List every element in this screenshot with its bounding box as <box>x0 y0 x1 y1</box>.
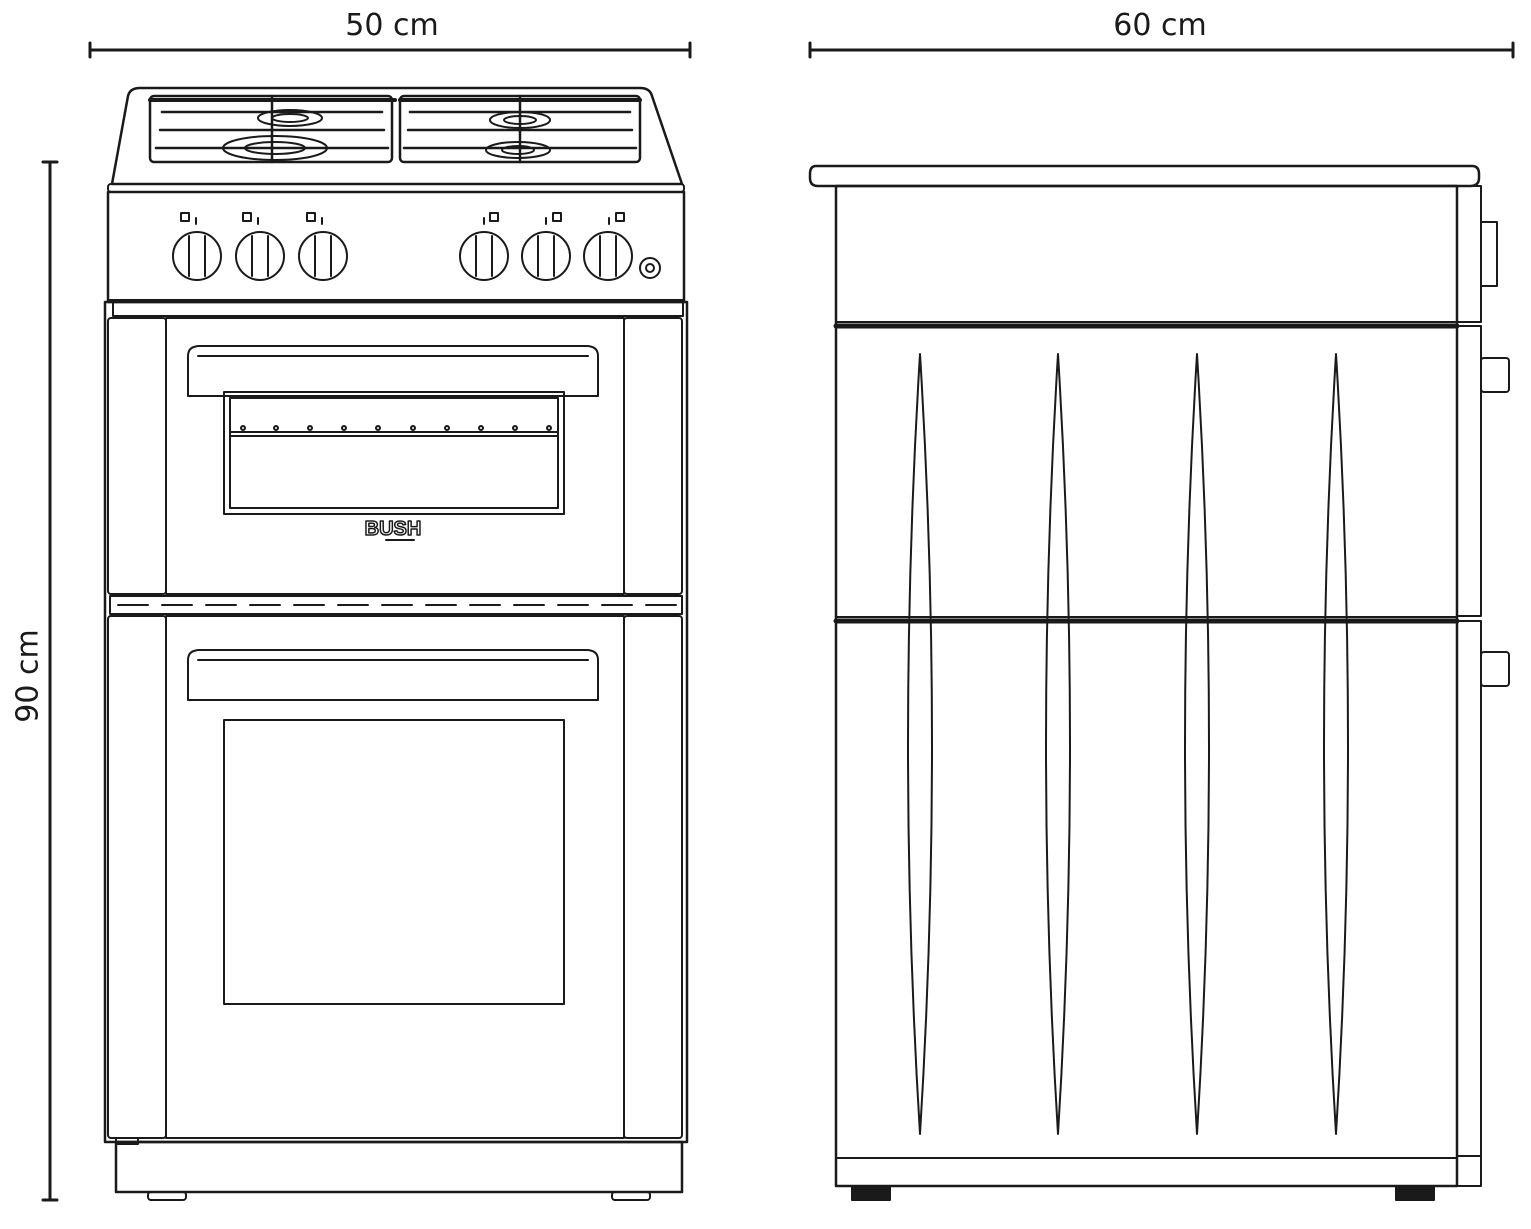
ignition-button-icon <box>639 257 661 279</box>
burners <box>222 109 551 161</box>
side-depth-label: 60 cm <box>1113 8 1207 43</box>
pan-supports <box>148 94 642 164</box>
top-oven-window <box>223 391 565 515</box>
knob-4 <box>459 212 509 281</box>
side-worktop <box>808 164 1481 188</box>
top-oven: BUSH <box>107 317 683 595</box>
knob-2 <box>235 212 285 281</box>
height-dimension-line <box>41 160 59 1202</box>
brand-logo-text: BUSH <box>365 518 422 540</box>
front-width-dimension-line <box>88 41 692 59</box>
height-label: 90 cm <box>10 629 46 723</box>
front-view: BUSH <box>103 86 689 1201</box>
bottom-oven-window <box>223 719 565 1005</box>
bottom-oven <box>107 615 683 1139</box>
control-knobs <box>172 212 633 281</box>
side-depth-dimension-line <box>808 41 1515 59</box>
cooker-body <box>103 300 689 1144</box>
front-profile <box>1456 185 1510 1187</box>
bottom-oven-handle <box>187 649 599 701</box>
knob-3 <box>298 212 348 281</box>
brand-logo: BUSH <box>364 517 422 541</box>
top-oven-handle <box>187 345 599 397</box>
plinth <box>114 1137 684 1194</box>
front-width-label: 50 cm <box>345 8 439 43</box>
side-view <box>808 164 1510 1201</box>
side-feet <box>851 1185 1435 1201</box>
side-panel <box>833 184 1460 1188</box>
hob <box>107 86 685 193</box>
feet <box>147 1191 651 1201</box>
vent-slots <box>907 353 1349 1135</box>
knob-5 <box>521 212 571 281</box>
control-panel <box>106 190 686 304</box>
knob-1 <box>172 212 222 281</box>
knob-6 <box>583 212 633 281</box>
